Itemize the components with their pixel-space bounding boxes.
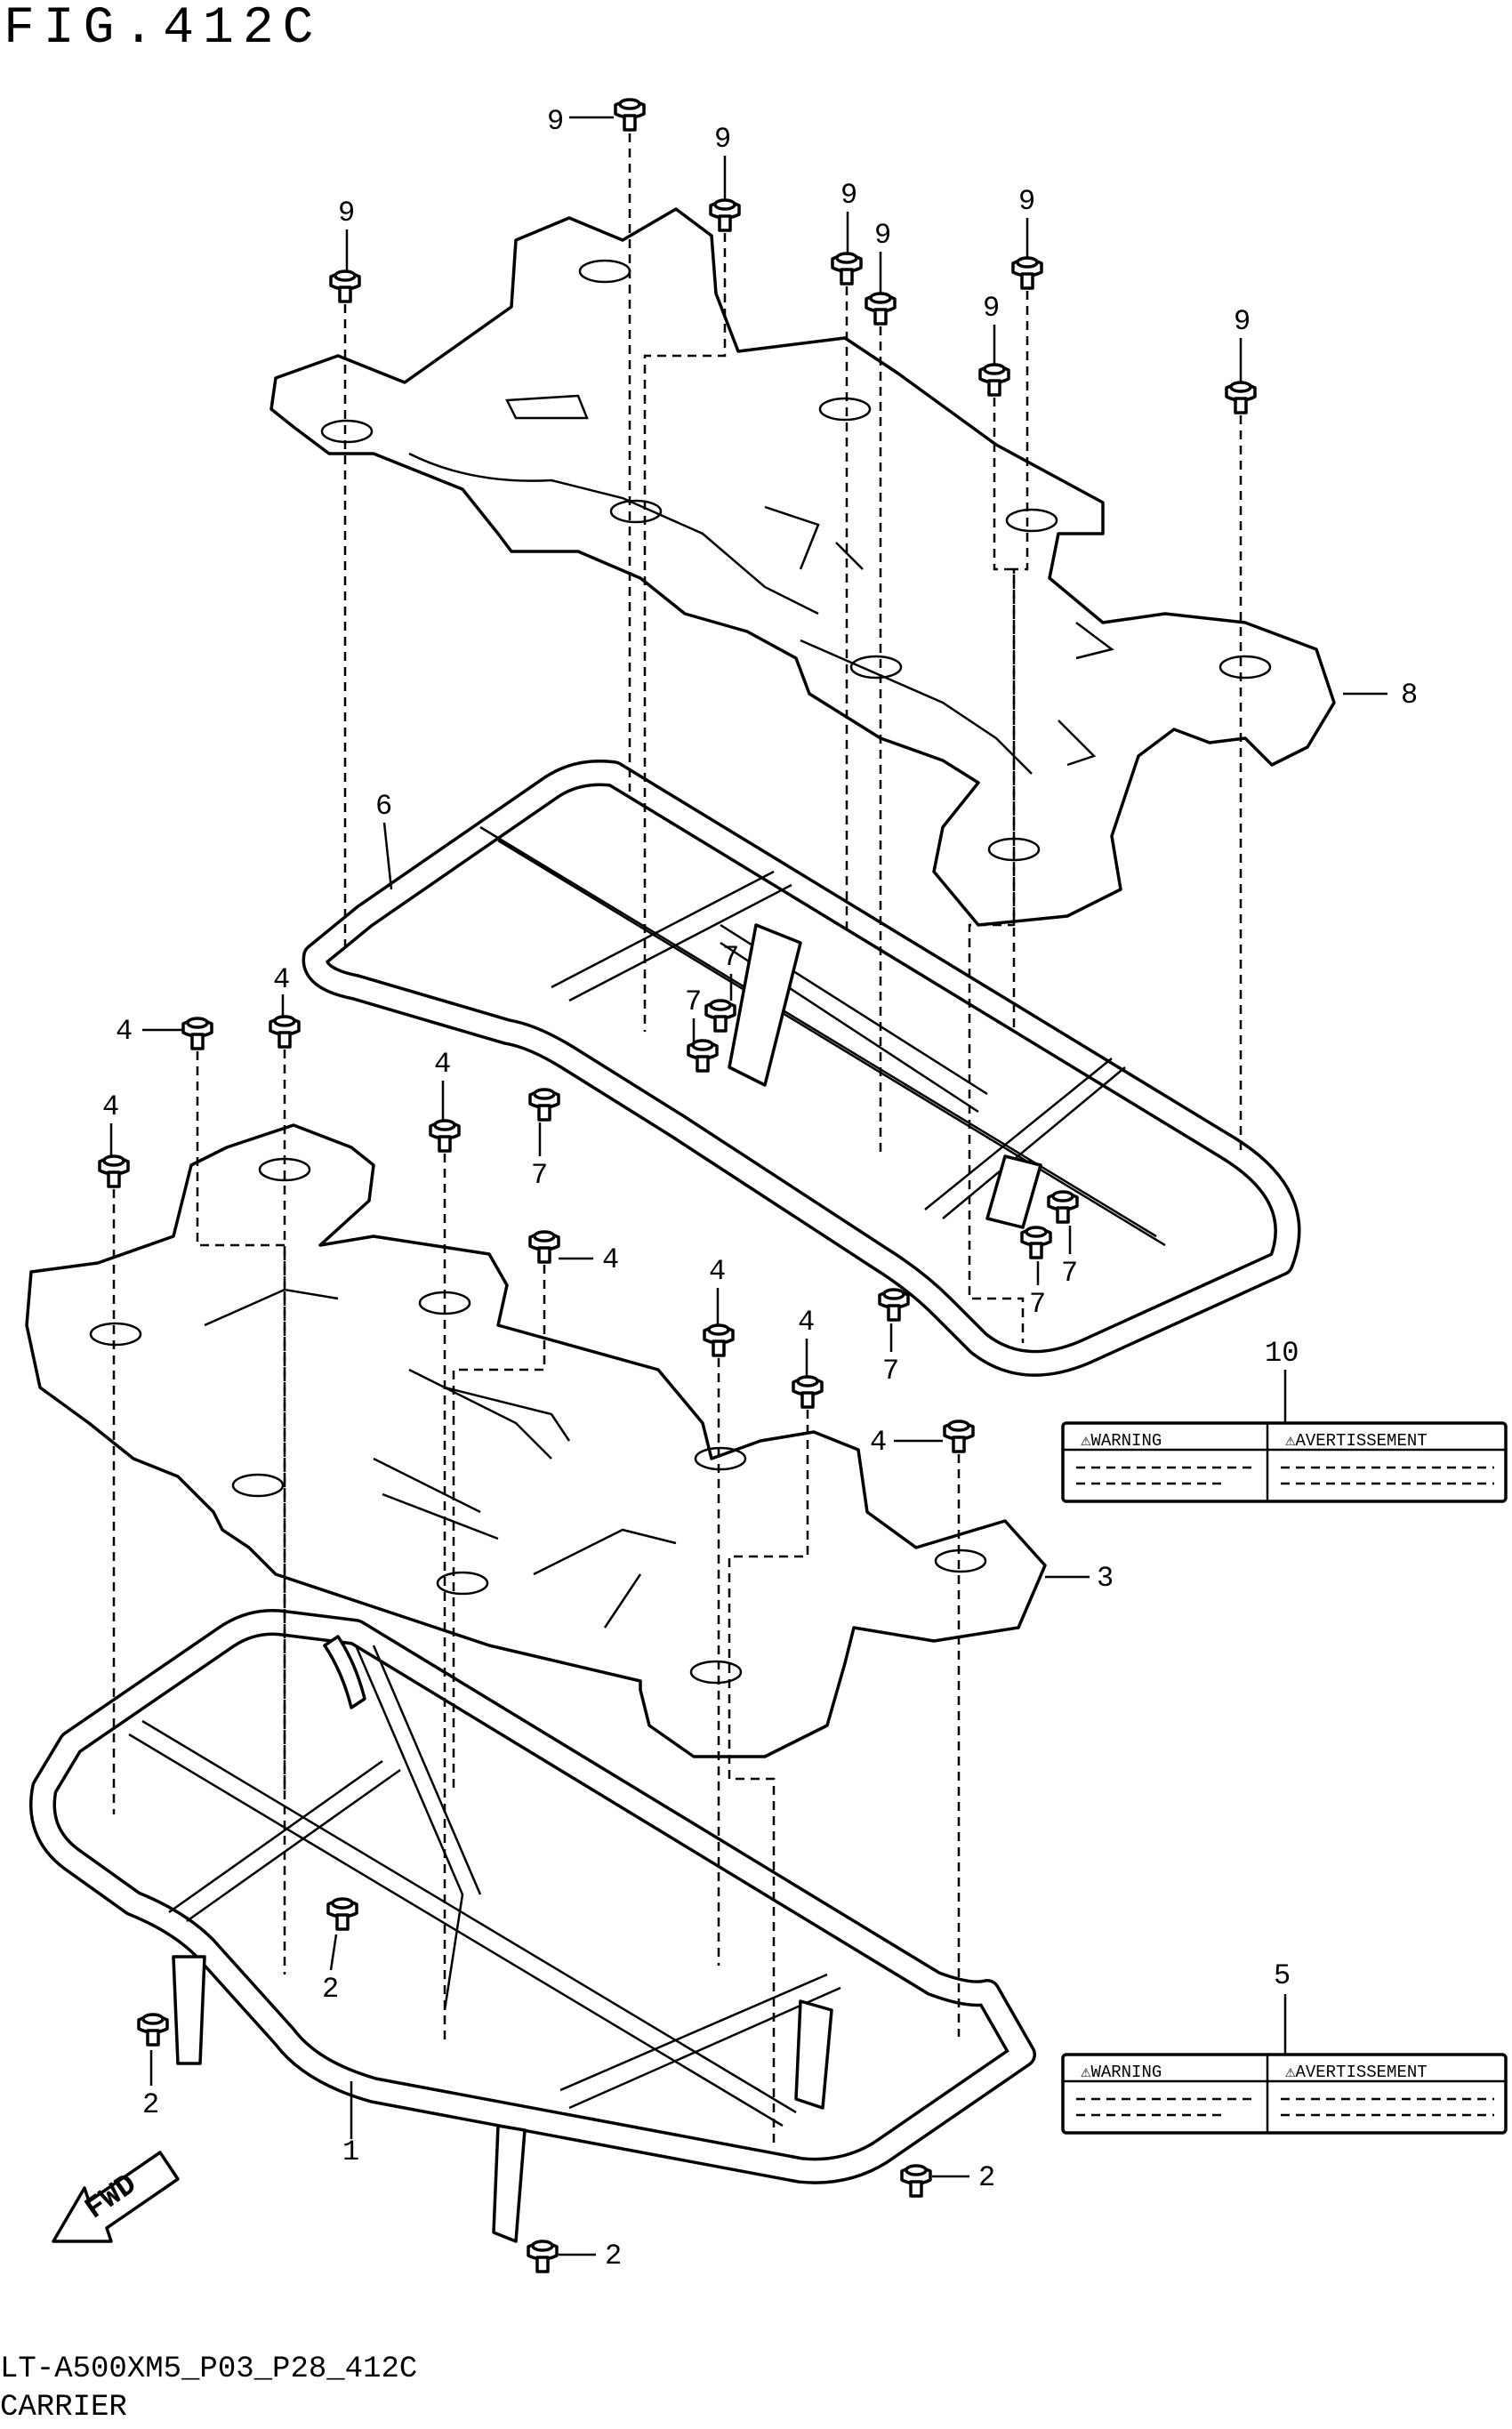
bolt-icon <box>1047 1190 1079 1224</box>
callout-part-4: 4 <box>116 1015 133 1048</box>
callout-part-5: 5 <box>1274 1959 1291 1992</box>
bolt-icon <box>1225 381 1257 414</box>
front-cover-bolts <box>98 999 1079 2273</box>
callout-part-9: 9 <box>1018 185 1035 218</box>
bolt-icon <box>137 2013 169 2047</box>
bolt-icon <box>329 269 361 303</box>
callout-part-4: 4 <box>870 1426 887 1459</box>
callout-part-4: 4 <box>602 1243 619 1276</box>
bolt-icon <box>878 1288 910 1322</box>
callout-part-2: 2 <box>605 2240 622 2272</box>
callout-part-2: 2 <box>322 1973 339 2006</box>
bolt-icon <box>181 1017 213 1050</box>
bolt-icon <box>527 2240 559 2273</box>
callout-part-7: 7 <box>722 941 739 974</box>
bolt-icon <box>528 1230 560 1264</box>
callout-part-6: 6 <box>375 790 392 823</box>
callout-part-7: 7 <box>685 985 702 1018</box>
bolt-icon <box>687 1039 719 1073</box>
bolt-icon <box>704 999 736 1033</box>
bolt-icon <box>429 1119 461 1153</box>
callout-part-7: 7 <box>1061 1257 1078 1290</box>
callout-part-4: 4 <box>102 1090 119 1123</box>
callout-part-2: 2 <box>978 2161 995 2194</box>
callout-part-4: 4 <box>798 1306 815 1339</box>
callout-part-7: 7 <box>1029 1288 1046 1321</box>
callout-part-9: 9 <box>874 219 891 252</box>
bolt-icon <box>528 1088 560 1122</box>
bolt-icon <box>269 1015 301 1049</box>
bolt-icon <box>709 198 741 232</box>
bolt-icon <box>98 1154 130 1188</box>
figure-title: FIG.412C <box>4 0 323 58</box>
rear-carrier-cover <box>269 207 1336 927</box>
callout-part-9: 9 <box>983 292 1000 325</box>
callout-part-4: 4 <box>273 963 290 996</box>
callout-part-9: 9 <box>1234 305 1251 338</box>
callout-part-9: 9 <box>338 197 355 229</box>
bolt-icon <box>792 1375 824 1409</box>
bolt-icon <box>900 2164 932 2198</box>
avertissement-text: ⚠AVERTISSEMENT <box>1285 1431 1428 1451</box>
callout-part-4: 4 <box>709 1255 726 1288</box>
callout-part-8: 8 <box>1401 679 1418 712</box>
bolt-icon <box>703 1323 735 1357</box>
callout-part-7: 7 <box>531 1159 548 1192</box>
front-carrier-frame <box>29 1609 1036 2243</box>
model-code: LT-A500XM5_P03_P28_412C <box>0 2353 418 2386</box>
warning-text: ⚠WARNING <box>1081 2063 1162 2082</box>
rear-carrier-frame <box>302 760 1301 1377</box>
diagram-name: CARRIER <box>0 2391 127 2425</box>
callout-part-9: 9 <box>547 105 564 138</box>
rear-cover-bolts <box>329 98 1257 1343</box>
callout-part-7: 7 <box>882 1355 899 1387</box>
bolt-icon <box>831 252 863 286</box>
bolt-icon <box>865 292 897 326</box>
bolt-icon <box>326 1897 358 1931</box>
avertissement-text: ⚠AVERTISSEMENT <box>1285 2063 1428 2082</box>
bolt-icon <box>614 98 646 132</box>
callout-part-2: 2 <box>142 2088 159 2121</box>
callout-part-4: 4 <box>434 1048 451 1081</box>
bolt-icon <box>1011 256 1043 290</box>
callout-part-1: 1 <box>342 2135 359 2168</box>
callout-part-3: 3 <box>1097 1562 1114 1595</box>
callout-part-9: 9 <box>840 179 857 212</box>
callout-part-9: 9 <box>714 123 731 156</box>
bolt-icon <box>1020 1226 1052 1259</box>
warning-text: ⚠WARNING <box>1081 1431 1162 1451</box>
front-carrier-cover <box>25 1123 1047 1758</box>
warning-label-part-10: ⚠WARNING ⚠AVERTISSEMENT <box>1061 1421 1508 1503</box>
bolt-icon <box>978 363 1010 397</box>
callout-part-10: 10 <box>1265 1337 1299 1370</box>
warning-label-part-5: ⚠WARNING ⚠AVERTISSEMENT <box>1061 2053 1508 2135</box>
forward-arrow: FWD <box>52 2151 180 2243</box>
bolt-icon <box>943 1420 975 1453</box>
